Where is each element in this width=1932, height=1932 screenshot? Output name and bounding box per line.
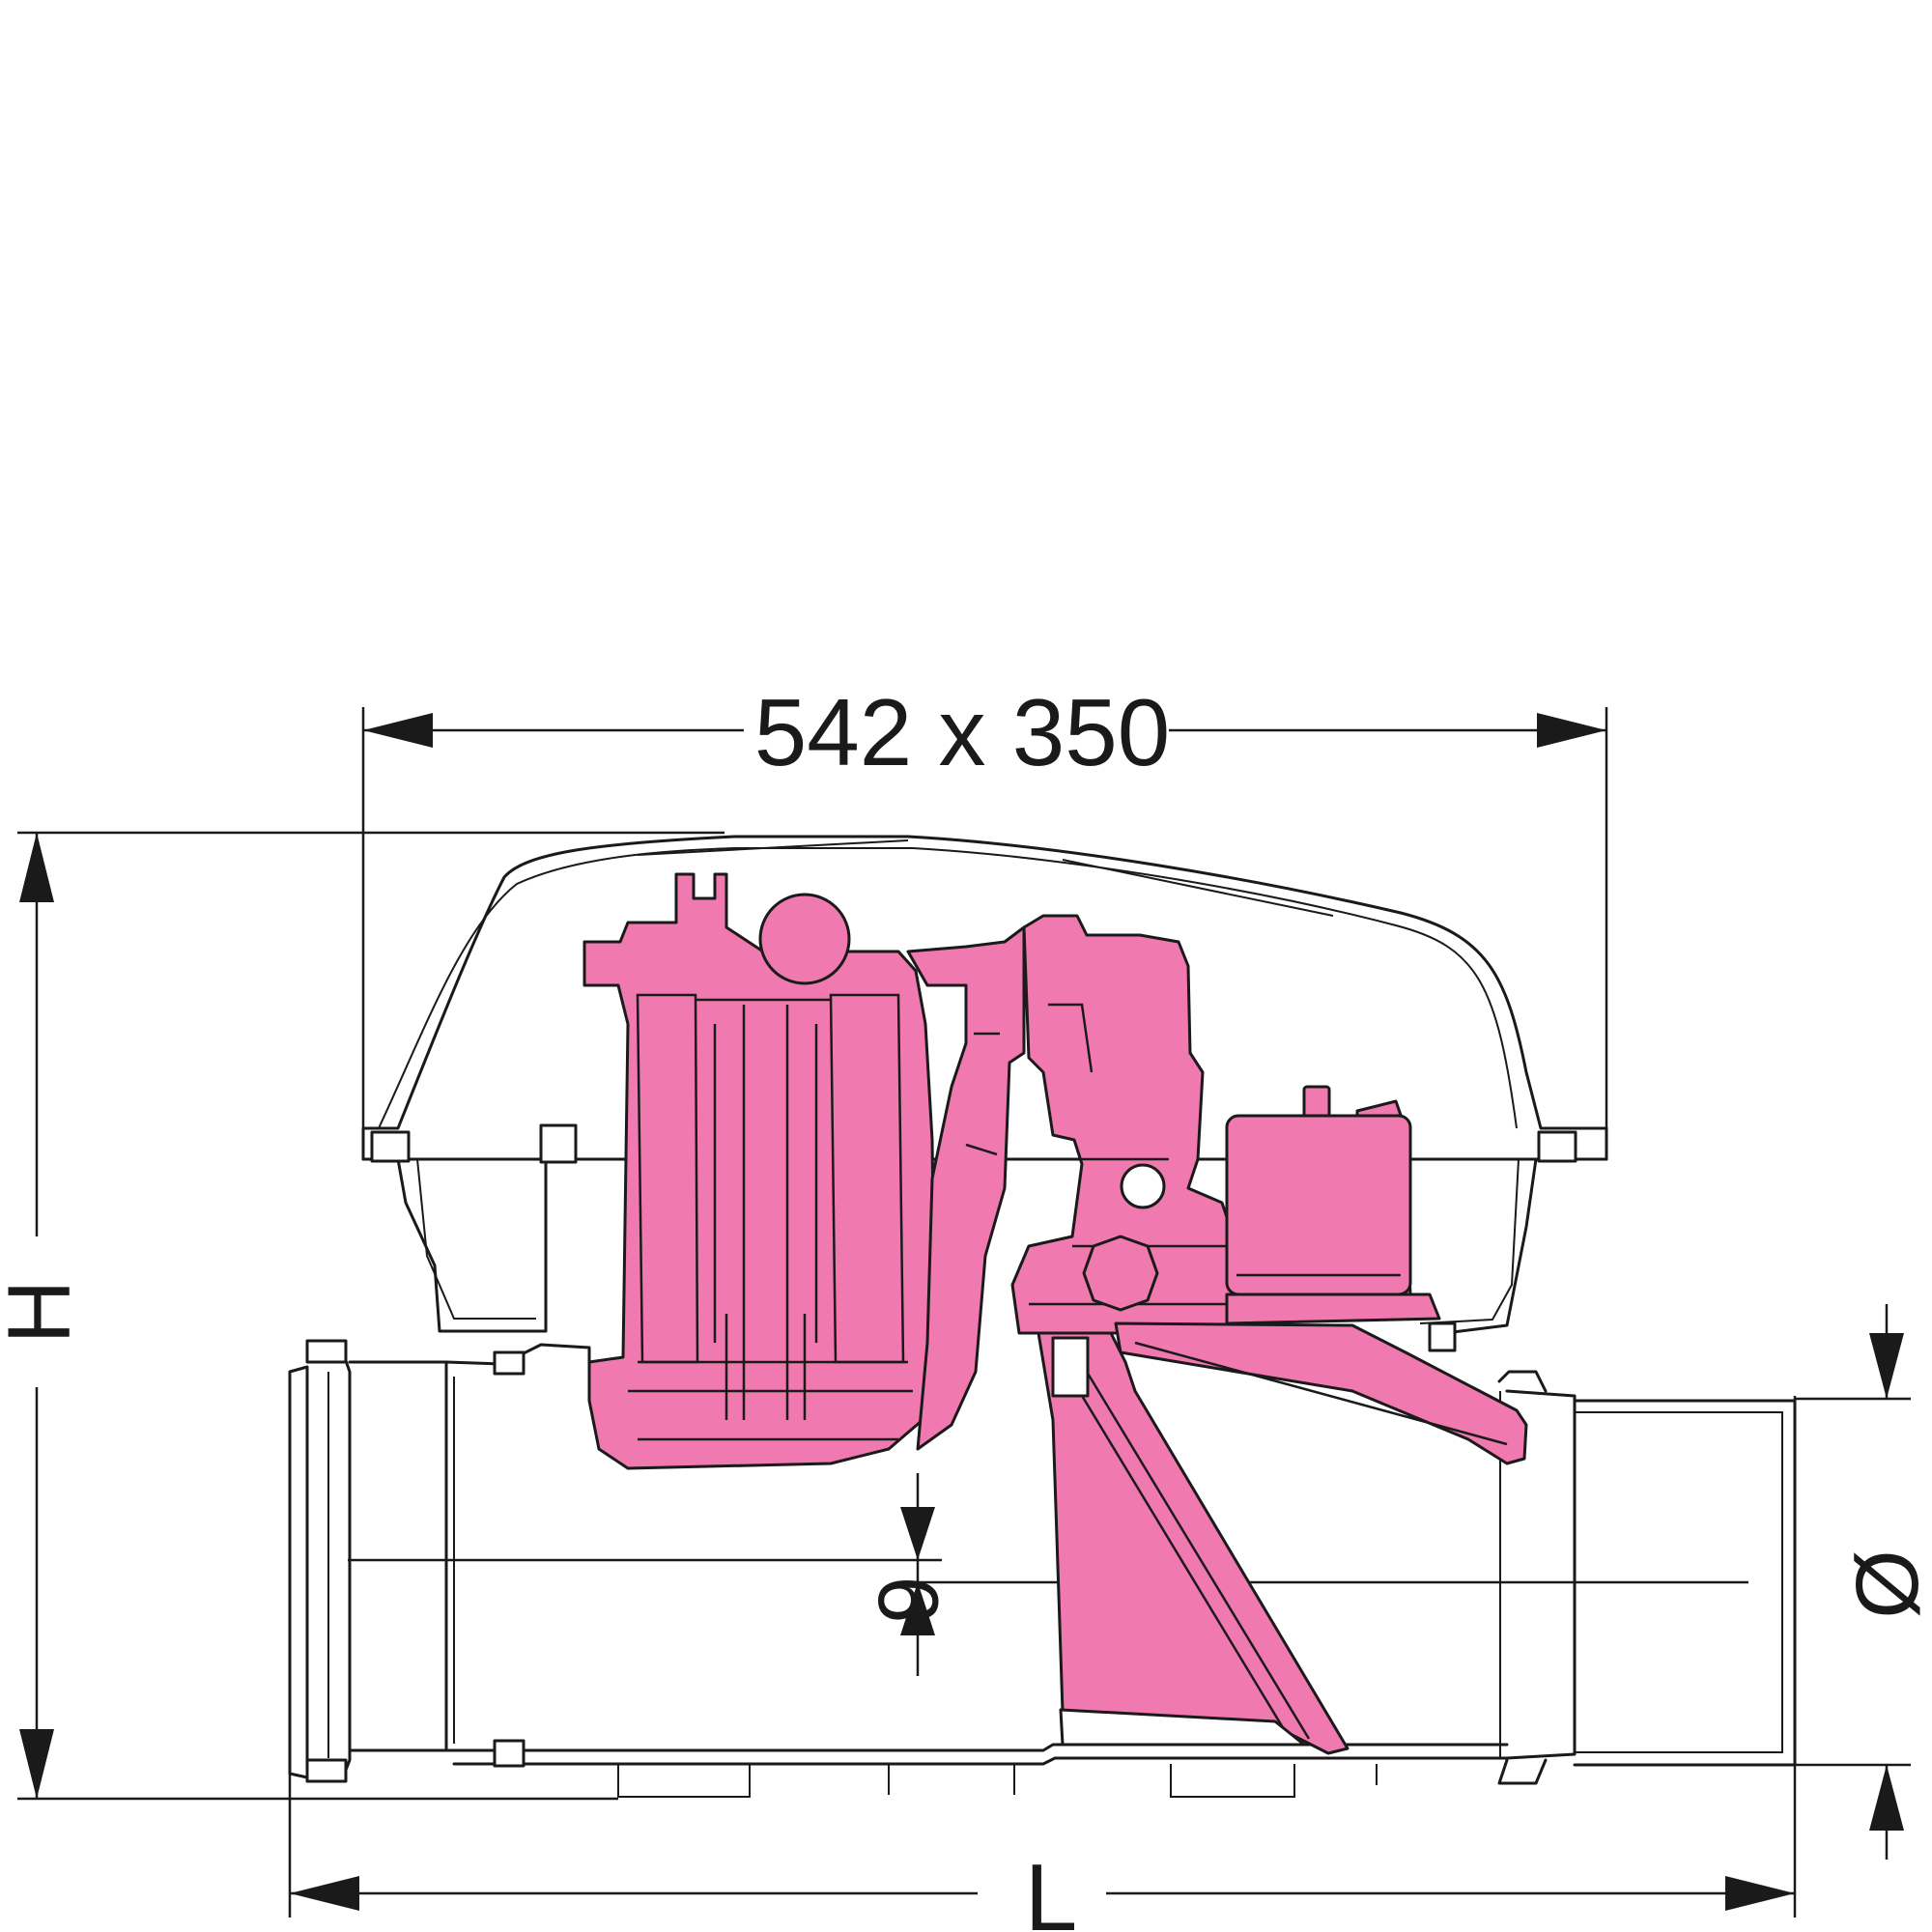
diameter-dimension: Ø <box>1795 1304 1932 1860</box>
elbow-duct <box>906 925 1026 1451</box>
arrow-right-icon <box>1537 713 1606 748</box>
offset-dimension-label: 6 <box>861 1577 956 1624</box>
height-dimension-label: H <box>0 1280 89 1344</box>
drive-unit <box>582 872 937 1470</box>
offset-dimension: 6 <box>348 1473 1748 1676</box>
arrow-up-icon <box>1869 1765 1904 1831</box>
arrow-up-icon <box>19 833 54 902</box>
diameter-dimension-label: Ø <box>1838 1549 1932 1619</box>
length-dimension: L <box>288 1372 1797 1932</box>
arrow-down-icon <box>900 1507 935 1560</box>
length-dimension-label: L <box>1025 1844 1078 1932</box>
arrow-left-icon <box>363 713 433 748</box>
height-dimension: H <box>0 831 724 1801</box>
arrow-right-icon <box>1725 1876 1795 1911</box>
hex-nut <box>1082 1235 1159 1312</box>
non-return-flap <box>1037 1331 1350 1755</box>
arrow-left-icon <box>290 1876 359 1911</box>
arrow-down-icon <box>19 1729 54 1799</box>
arrow-up-icon <box>900 1582 935 1635</box>
flap-arm <box>1114 1321 1528 1465</box>
shaft-frame <box>370 1123 1577 1337</box>
top-dimension: 542 x 350 <box>361 679 1608 1135</box>
arrow-down-icon <box>1869 1333 1904 1399</box>
top-dimension-label: 542 x 350 <box>754 679 1170 785</box>
electronics-box <box>1225 1085 1441 1325</box>
flap-housing <box>1010 914 1238 1335</box>
motor-cap <box>758 893 851 985</box>
